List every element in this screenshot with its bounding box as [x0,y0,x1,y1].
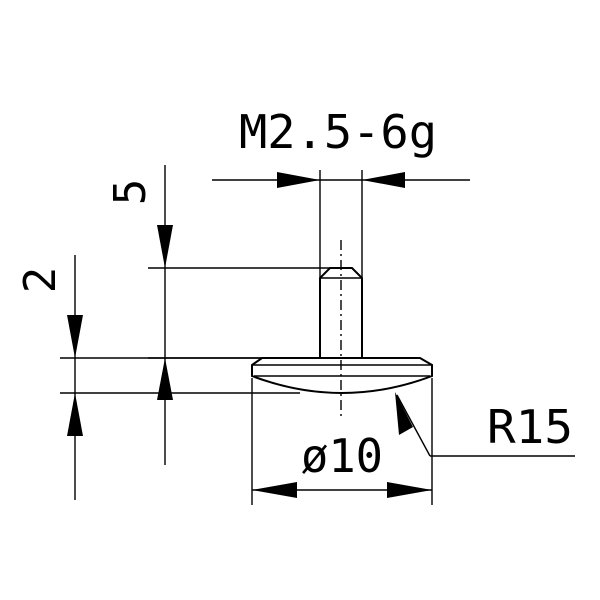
disc-head [251,357,433,394]
radius-leader [395,392,575,457]
thread-label: M2.5-6g [239,105,437,159]
diameter-label: ø10 [301,429,383,483]
thread-dimension [212,170,470,356]
diameter-dimension [251,378,433,505]
head-height-dimension [60,255,300,500]
total-height-dimension [148,165,342,465]
total-height-label: 5 [105,179,156,206]
radius-label: R15 [487,400,573,454]
head-height-label: 2 [15,267,66,294]
